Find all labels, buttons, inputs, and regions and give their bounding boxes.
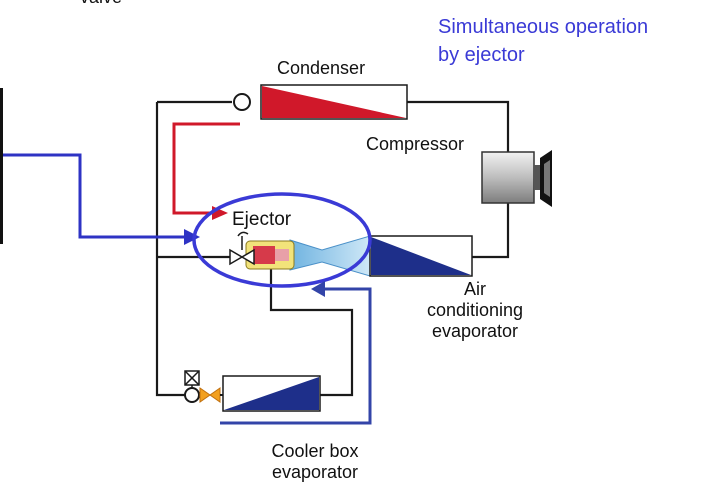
ejector-nozzle: [253, 246, 275, 264]
ejector-valve: [229, 248, 244, 266]
top-pipe-right: [407, 100, 510, 152]
cooler-evaporator-wedge: [224, 377, 319, 410]
simultaneous-operation-label: Simultaneous operation: [438, 16, 649, 38]
condenser-valve: [233, 93, 251, 111]
compressor-down-pipe: [472, 203, 510, 259]
operation-arrow: [0, 153, 200, 245]
ac-evaporator-label-line1: Air: [464, 279, 486, 299]
compressor-label: Compressor: [366, 134, 465, 154]
ejector-diffuser: [289, 235, 371, 277]
hot-gas-arrow: [172, 122, 240, 220]
cooler-box-label-line1: Cooler box: [271, 441, 359, 461]
compressor-body: [481, 151, 535, 204]
cooler-box-label: Cooler box evaporator: [240, 441, 390, 483]
refrigerant-piping: [155, 100, 510, 397]
cooler-box-label-line2: evaporator: [271, 462, 359, 482]
ac-evaporator-wedge: [371, 237, 471, 275]
condenser-label: Condenser: [277, 58, 366, 78]
compressor: [481, 150, 552, 207]
cold-return-arrow: [220, 281, 372, 425]
cooler-box-evaporator: [184, 370, 321, 412]
ejector-label: Ejector: [232, 209, 292, 230]
left-edge-bar: [0, 88, 3, 244]
cooler-valve-circle: [184, 387, 200, 403]
expansion-valve-icon: [199, 387, 211, 403]
ejector-suction-pipe: [269, 265, 354, 397]
ac-evaporator-label-line3: evaporator: [431, 321, 519, 341]
condenser-wedge: [262, 86, 406, 118]
ac-evaporator-label: Air conditioning evaporator: [400, 279, 550, 342]
left-pipe: [155, 102, 185, 397]
valve-label-fragment: valve: [80, 0, 122, 8]
condenser: [233, 84, 408, 120]
ejector-highlight-ellipse: [192, 192, 372, 288]
ac-evaporator: [369, 235, 473, 277]
ejector: [229, 231, 371, 277]
ac-evaporator-label-line2: conditioning: [426, 300, 524, 320]
by-ejector-label: by ejector: [438, 44, 525, 66]
